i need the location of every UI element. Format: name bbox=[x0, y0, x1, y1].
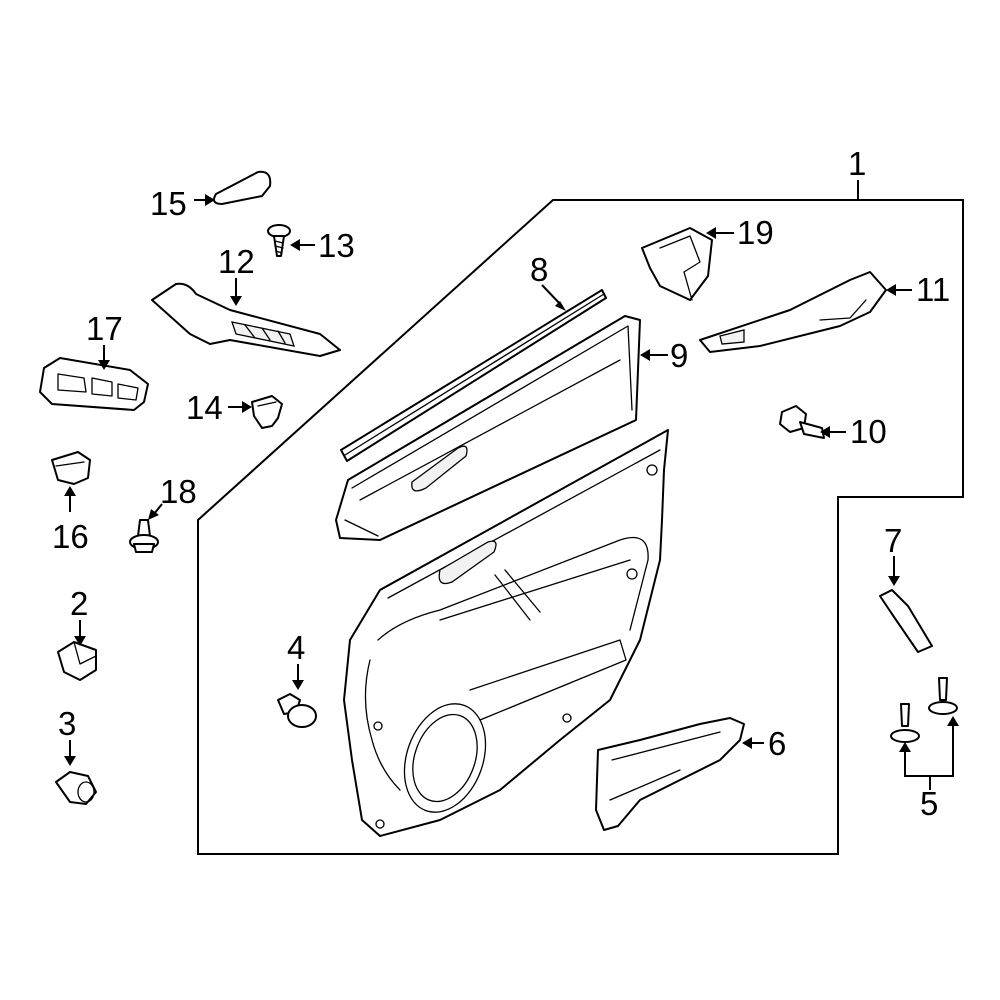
callout-17: 17 bbox=[86, 310, 123, 347]
part-5-screws bbox=[890, 677, 958, 743]
callout-4: 4 bbox=[287, 629, 305, 666]
part-7-trim-strip bbox=[879, 589, 933, 653]
part-2-retainer-clip bbox=[57, 641, 97, 681]
callout-15: 15 bbox=[150, 185, 187, 222]
callout-18: 18 bbox=[160, 473, 197, 510]
part-10-push-clip bbox=[779, 405, 825, 439]
callout-2: 2 bbox=[70, 585, 88, 622]
part-12-switch-bezel bbox=[151, 282, 341, 357]
callout-9: 9 bbox=[670, 337, 688, 374]
part-14-clip-nut bbox=[251, 395, 283, 429]
callout-1: 1 bbox=[848, 145, 866, 182]
part-16-switch-cap bbox=[51, 451, 91, 485]
callout-19: 19 bbox=[737, 214, 774, 251]
part-6-map-pocket bbox=[595, 717, 745, 831]
part-9-upper-trim-panel bbox=[335, 315, 641, 541]
callout-12: 12 bbox=[218, 243, 255, 280]
part-18-push-pin bbox=[129, 519, 159, 553]
callout-11: 11 bbox=[916, 271, 950, 308]
callout-5: 5 bbox=[920, 785, 938, 822]
leader-5 bbox=[904, 722, 954, 790]
callout-10: 10 bbox=[850, 413, 887, 450]
part-4-clip bbox=[277, 693, 317, 728]
part-15-pull-cover bbox=[213, 170, 272, 205]
part-8-belt-molding bbox=[340, 289, 607, 462]
part-3-grommet bbox=[55, 771, 97, 805]
part-17-window-switch bbox=[39, 357, 149, 411]
callout-14: 14 bbox=[186, 389, 223, 426]
callout-8: 8 bbox=[530, 251, 548, 288]
callout-13: 13 bbox=[318, 227, 355, 264]
callout-16: 16 bbox=[52, 518, 89, 555]
part-19-inner-handle bbox=[641, 227, 713, 301]
callout-6: 6 bbox=[768, 725, 786, 762]
door-panel bbox=[343, 429, 669, 837]
assembly-box-outline bbox=[197, 199, 964, 855]
part-13-screw bbox=[267, 224, 291, 257]
callout-3: 3 bbox=[58, 705, 76, 742]
part-11-armrest-bezel bbox=[699, 271, 887, 353]
callout-7: 7 bbox=[884, 522, 902, 559]
